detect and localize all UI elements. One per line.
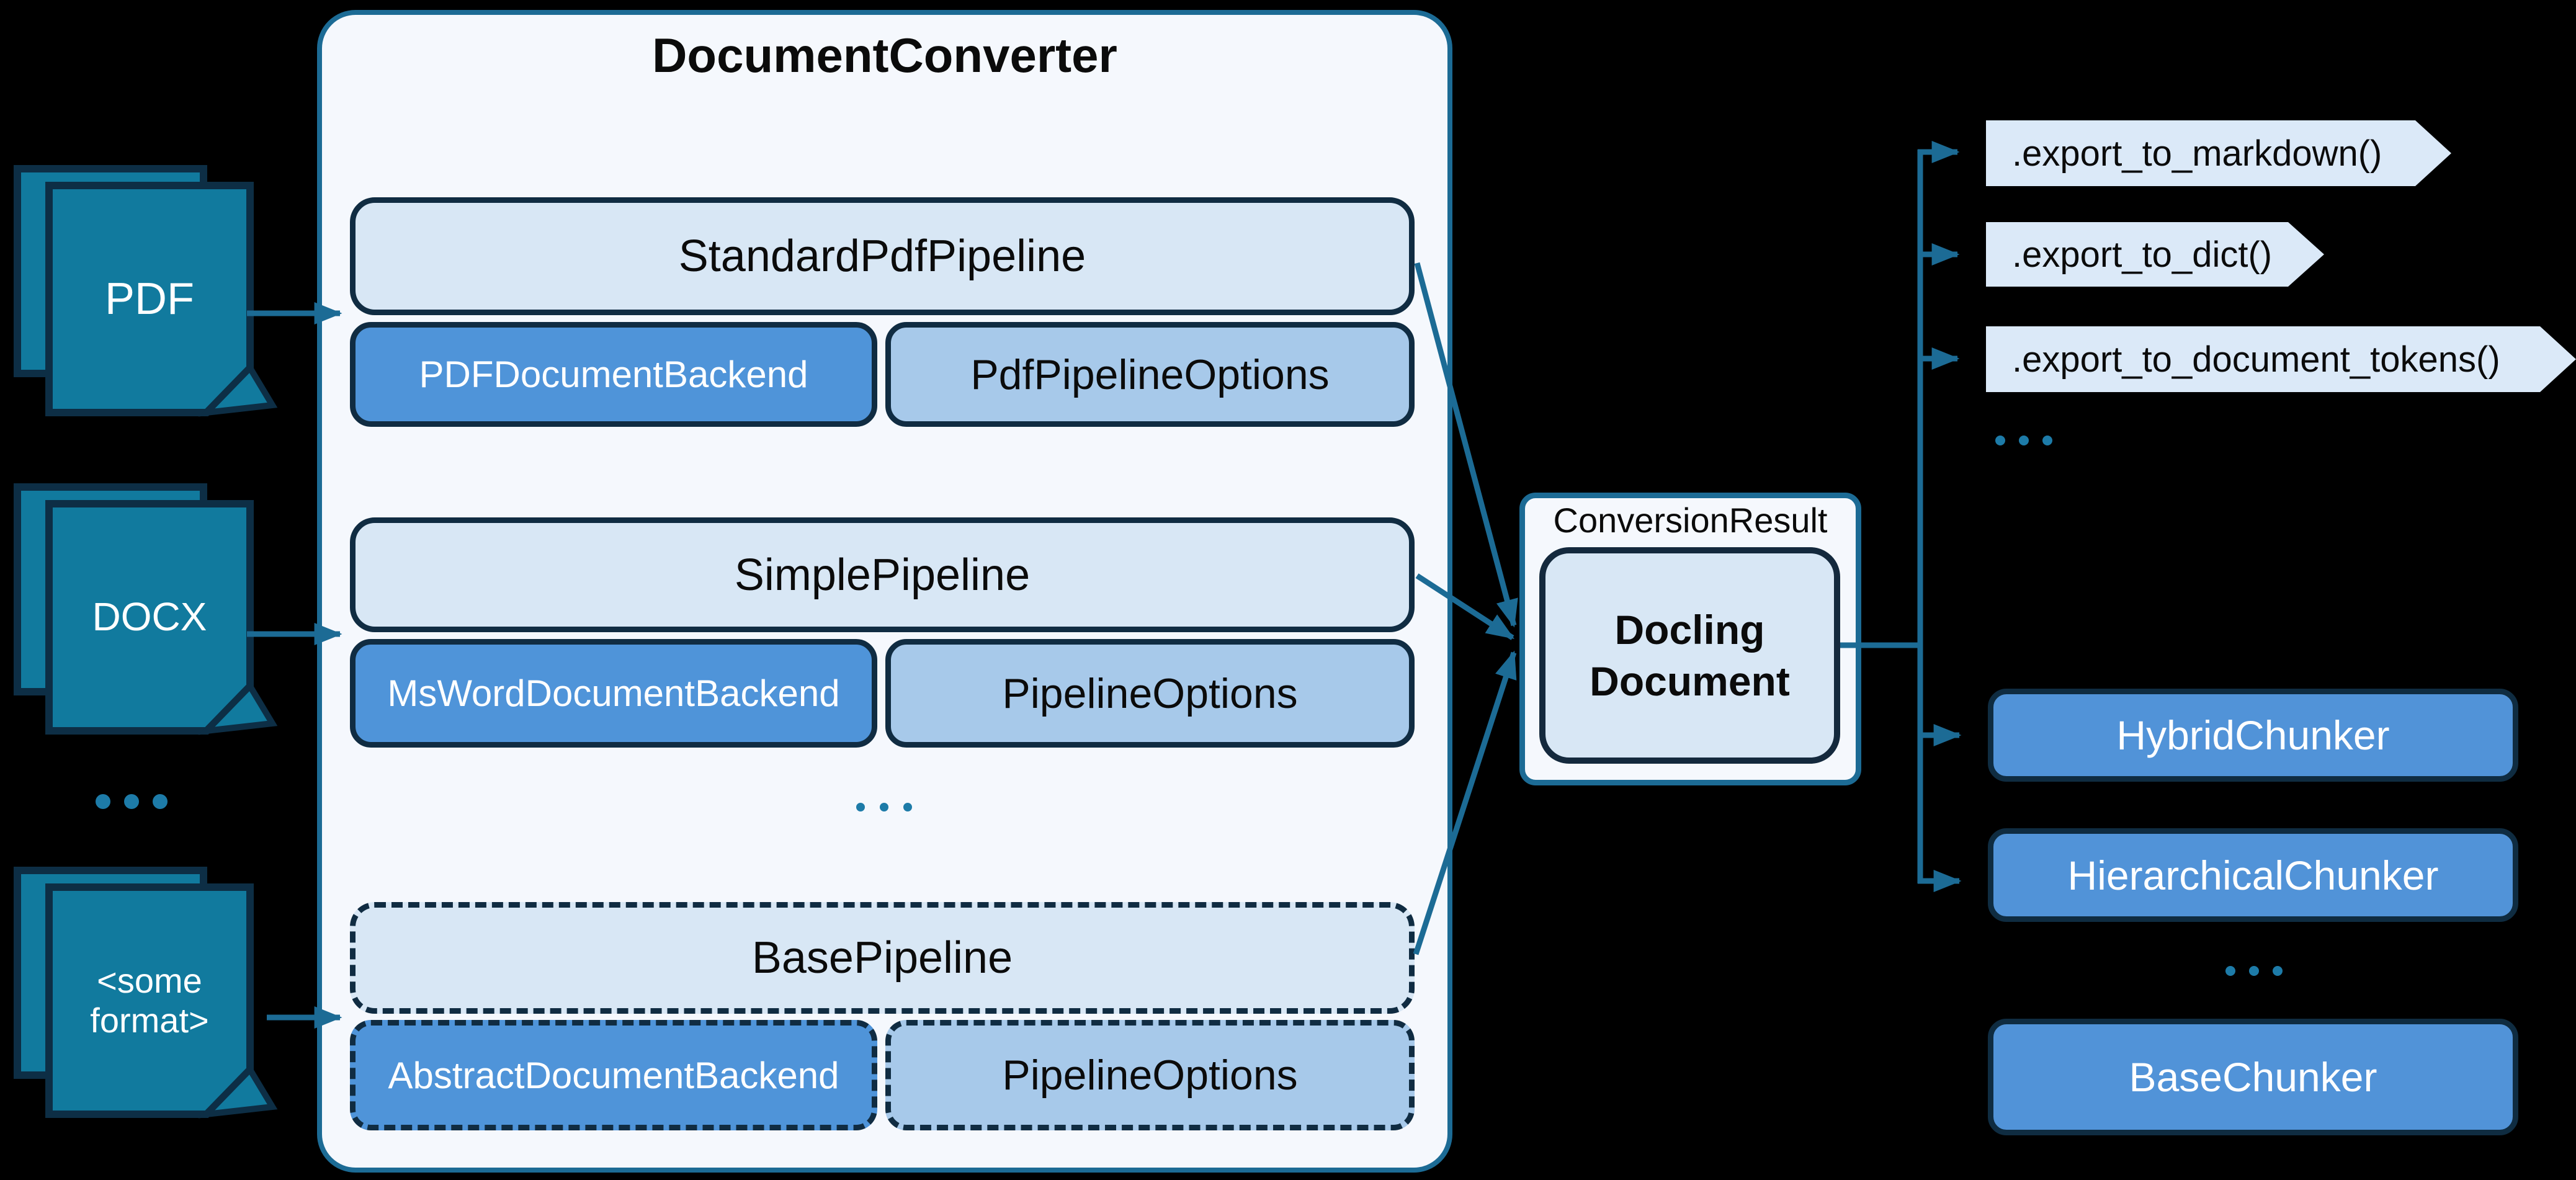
- conversion-result-label: ConversionResult: [1553, 501, 1828, 540]
- export-to-document-tokens-tag: .export_to_document_tokens(): [1986, 326, 2576, 392]
- document-converter-title: DocumentConverter: [652, 28, 1117, 83]
- options-base-pipeline: PipelineOptions: [885, 1020, 1415, 1130]
- options-pipeline: PipelineOptions: [885, 639, 1415, 748]
- export-to-markdown-tag: .export_to_markdown(): [1986, 120, 2451, 186]
- document-stack-icon: [14, 483, 278, 735]
- source-some-format: <some format>: [13, 866, 286, 1151]
- base-chunker-box: BaseChunker: [1988, 1019, 2518, 1135]
- hierarchical-chunker-box: HierarchicalChunker: [1988, 828, 2518, 922]
- backend-abstract-document: AbstractDocumentBackend: [350, 1020, 877, 1130]
- ellipsis-pipelines: [856, 803, 912, 811]
- docling-document-box: Docling Document: [1539, 547, 1840, 764]
- backend-msword-document: MsWordDocumentBackend: [350, 639, 877, 748]
- backend-pdf-document: PDFDocumentBackend: [350, 322, 877, 427]
- ellipsis-sources: [96, 794, 168, 809]
- export-to-dict-tag: .export_to_dict(): [1986, 222, 2324, 287]
- document-stack-icon: [14, 867, 278, 1119]
- source-docx: DOCX: [13, 483, 286, 768]
- pipeline-base: BasePipeline: [350, 902, 1415, 1014]
- document-stack-icon: [14, 165, 278, 417]
- ellipsis-exports: [1995, 436, 2052, 445]
- source-pdf: PDF: [13, 164, 286, 450]
- source-label-docx: DOCX: [92, 594, 207, 640]
- pipeline-standard-pdf: StandardPdfPipeline: [350, 197, 1415, 315]
- source-label-some-format: <some format>: [90, 960, 209, 1040]
- ellipsis-chunkers: [2225, 966, 2283, 976]
- hybrid-chunker-box: HybridChunker: [1988, 689, 2518, 782]
- source-label-pdf: PDF: [105, 274, 194, 324]
- pipeline-simple: SimplePipeline: [350, 517, 1415, 632]
- options-pdf-pipeline: PdfPipelineOptions: [885, 322, 1415, 427]
